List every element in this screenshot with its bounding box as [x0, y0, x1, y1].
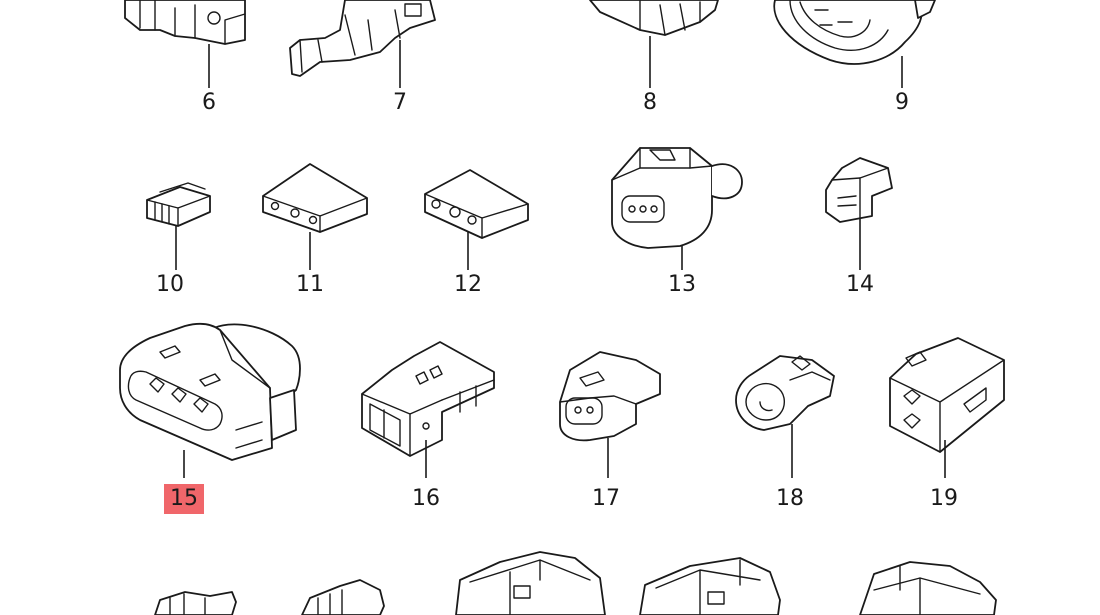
- part-row4-d[interactable]: [639, 557, 781, 615]
- part-12-connector-housing[interactable]: [424, 169, 529, 239]
- part-10-clip[interactable]: [146, 182, 211, 227]
- callout-8[interactable]: 8: [643, 90, 657, 115]
- part-13-connector[interactable]: [611, 147, 743, 249]
- part-6-connector[interactable]: [124, 0, 246, 45]
- callout-6[interactable]: 6: [202, 90, 216, 115]
- part-19-connector[interactable]: [889, 337, 1005, 453]
- part-18-connector[interactable]: [735, 355, 835, 431]
- callout-13[interactable]: 13: [668, 272, 696, 297]
- callout-10[interactable]: 10: [156, 272, 184, 297]
- part-17-connector[interactable]: [559, 351, 661, 442]
- callout-11[interactable]: 11: [296, 272, 324, 297]
- callout-15-highlighted[interactable]: 15: [164, 484, 204, 514]
- callout-7[interactable]: 7: [393, 90, 407, 115]
- part-16-connector[interactable]: [361, 341, 495, 457]
- part-row4-b[interactable]: [301, 579, 385, 615]
- part-11-connector-housing[interactable]: [262, 163, 368, 233]
- part-row4-a[interactable]: [154, 591, 237, 615]
- part-row4-e[interactable]: [859, 561, 997, 615]
- callout-17[interactable]: 17: [592, 486, 620, 511]
- part-15-connector[interactable]: [119, 323, 301, 461]
- callout-12[interactable]: 12: [454, 272, 482, 297]
- callout-14[interactable]: 14: [846, 272, 874, 297]
- callout-19[interactable]: 19: [930, 486, 958, 511]
- part-9-connector[interactable]: [773, 0, 936, 65]
- part-14-terminal[interactable]: [825, 157, 893, 223]
- part-8-connector[interactable]: [589, 0, 719, 36]
- callout-16[interactable]: 16: [412, 486, 440, 511]
- callout-18[interactable]: 18: [776, 486, 804, 511]
- part-7-connector[interactable]: [289, 0, 436, 77]
- callout-9[interactable]: 9: [895, 90, 909, 115]
- part-row4-c[interactable]: [455, 551, 606, 615]
